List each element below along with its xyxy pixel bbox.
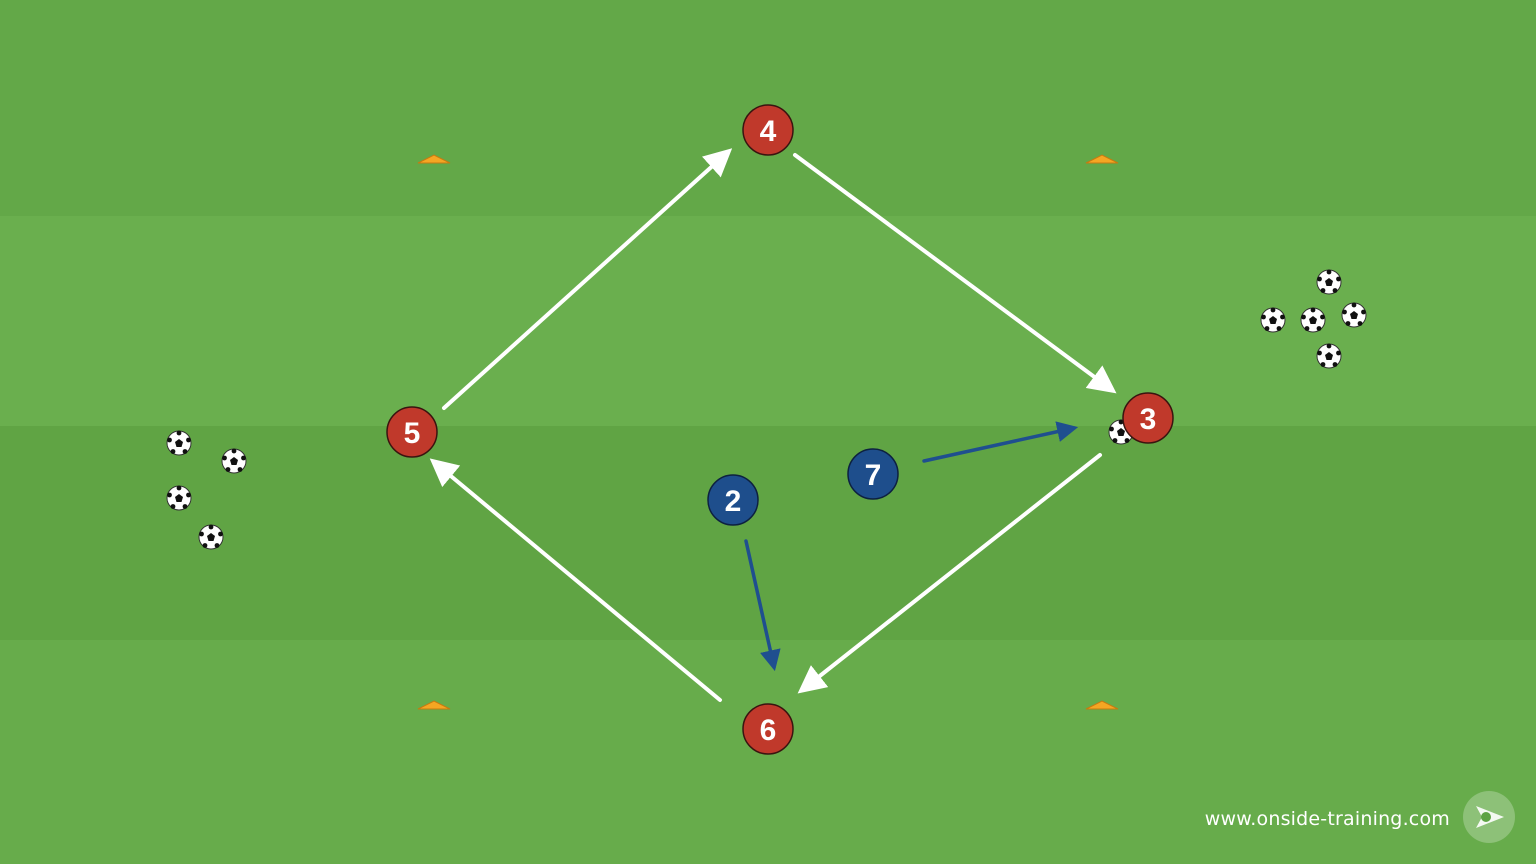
player-5: 5 <box>386 406 438 458</box>
soccer-ball-icon <box>166 430 192 456</box>
player-2: 2 <box>707 474 759 526</box>
pass-arrow-3-to-6 <box>797 453 1102 694</box>
soccer-ball-icon <box>198 524 224 550</box>
soccer-ball-icon <box>166 485 192 511</box>
svg-text:3: 3 <box>1140 403 1157 436</box>
soccer-ball-icon <box>1316 343 1342 369</box>
svg-text:5: 5 <box>404 417 421 450</box>
player-3: 3 <box>1122 392 1174 444</box>
cone-icon <box>417 154 451 164</box>
svg-text:7: 7 <box>865 459 882 492</box>
pass-arrow-5-to-4 <box>442 148 733 410</box>
player-4: 4 <box>742 104 794 156</box>
svg-text:6: 6 <box>760 714 777 747</box>
player-7: 7 <box>847 448 899 500</box>
soccer-ball-icon <box>221 448 247 474</box>
pass-arrow-4-to-3 <box>793 153 1117 394</box>
cone-icon <box>1085 700 1119 710</box>
svg-text:4: 4 <box>760 115 777 148</box>
run-arrow-2 <box>744 539 781 672</box>
run-arrow-7 <box>922 421 1079 463</box>
svg-text:2: 2 <box>725 485 742 518</box>
website-watermark: www.onside-training.com <box>1204 808 1450 830</box>
player-6: 6 <box>742 703 794 755</box>
soccer-ball-icon <box>1260 307 1286 333</box>
cone-icon <box>1085 154 1119 164</box>
pass-arrow-6-to-5 <box>429 458 722 702</box>
soccer-ball-icon <box>1300 307 1326 333</box>
onside-logo-icon <box>1463 791 1515 843</box>
soccer-ball-icon <box>1341 302 1367 328</box>
cone-icon <box>417 700 451 710</box>
grass-stripe-3 <box>0 426 1536 640</box>
soccer-ball-icon <box>1316 269 1342 295</box>
